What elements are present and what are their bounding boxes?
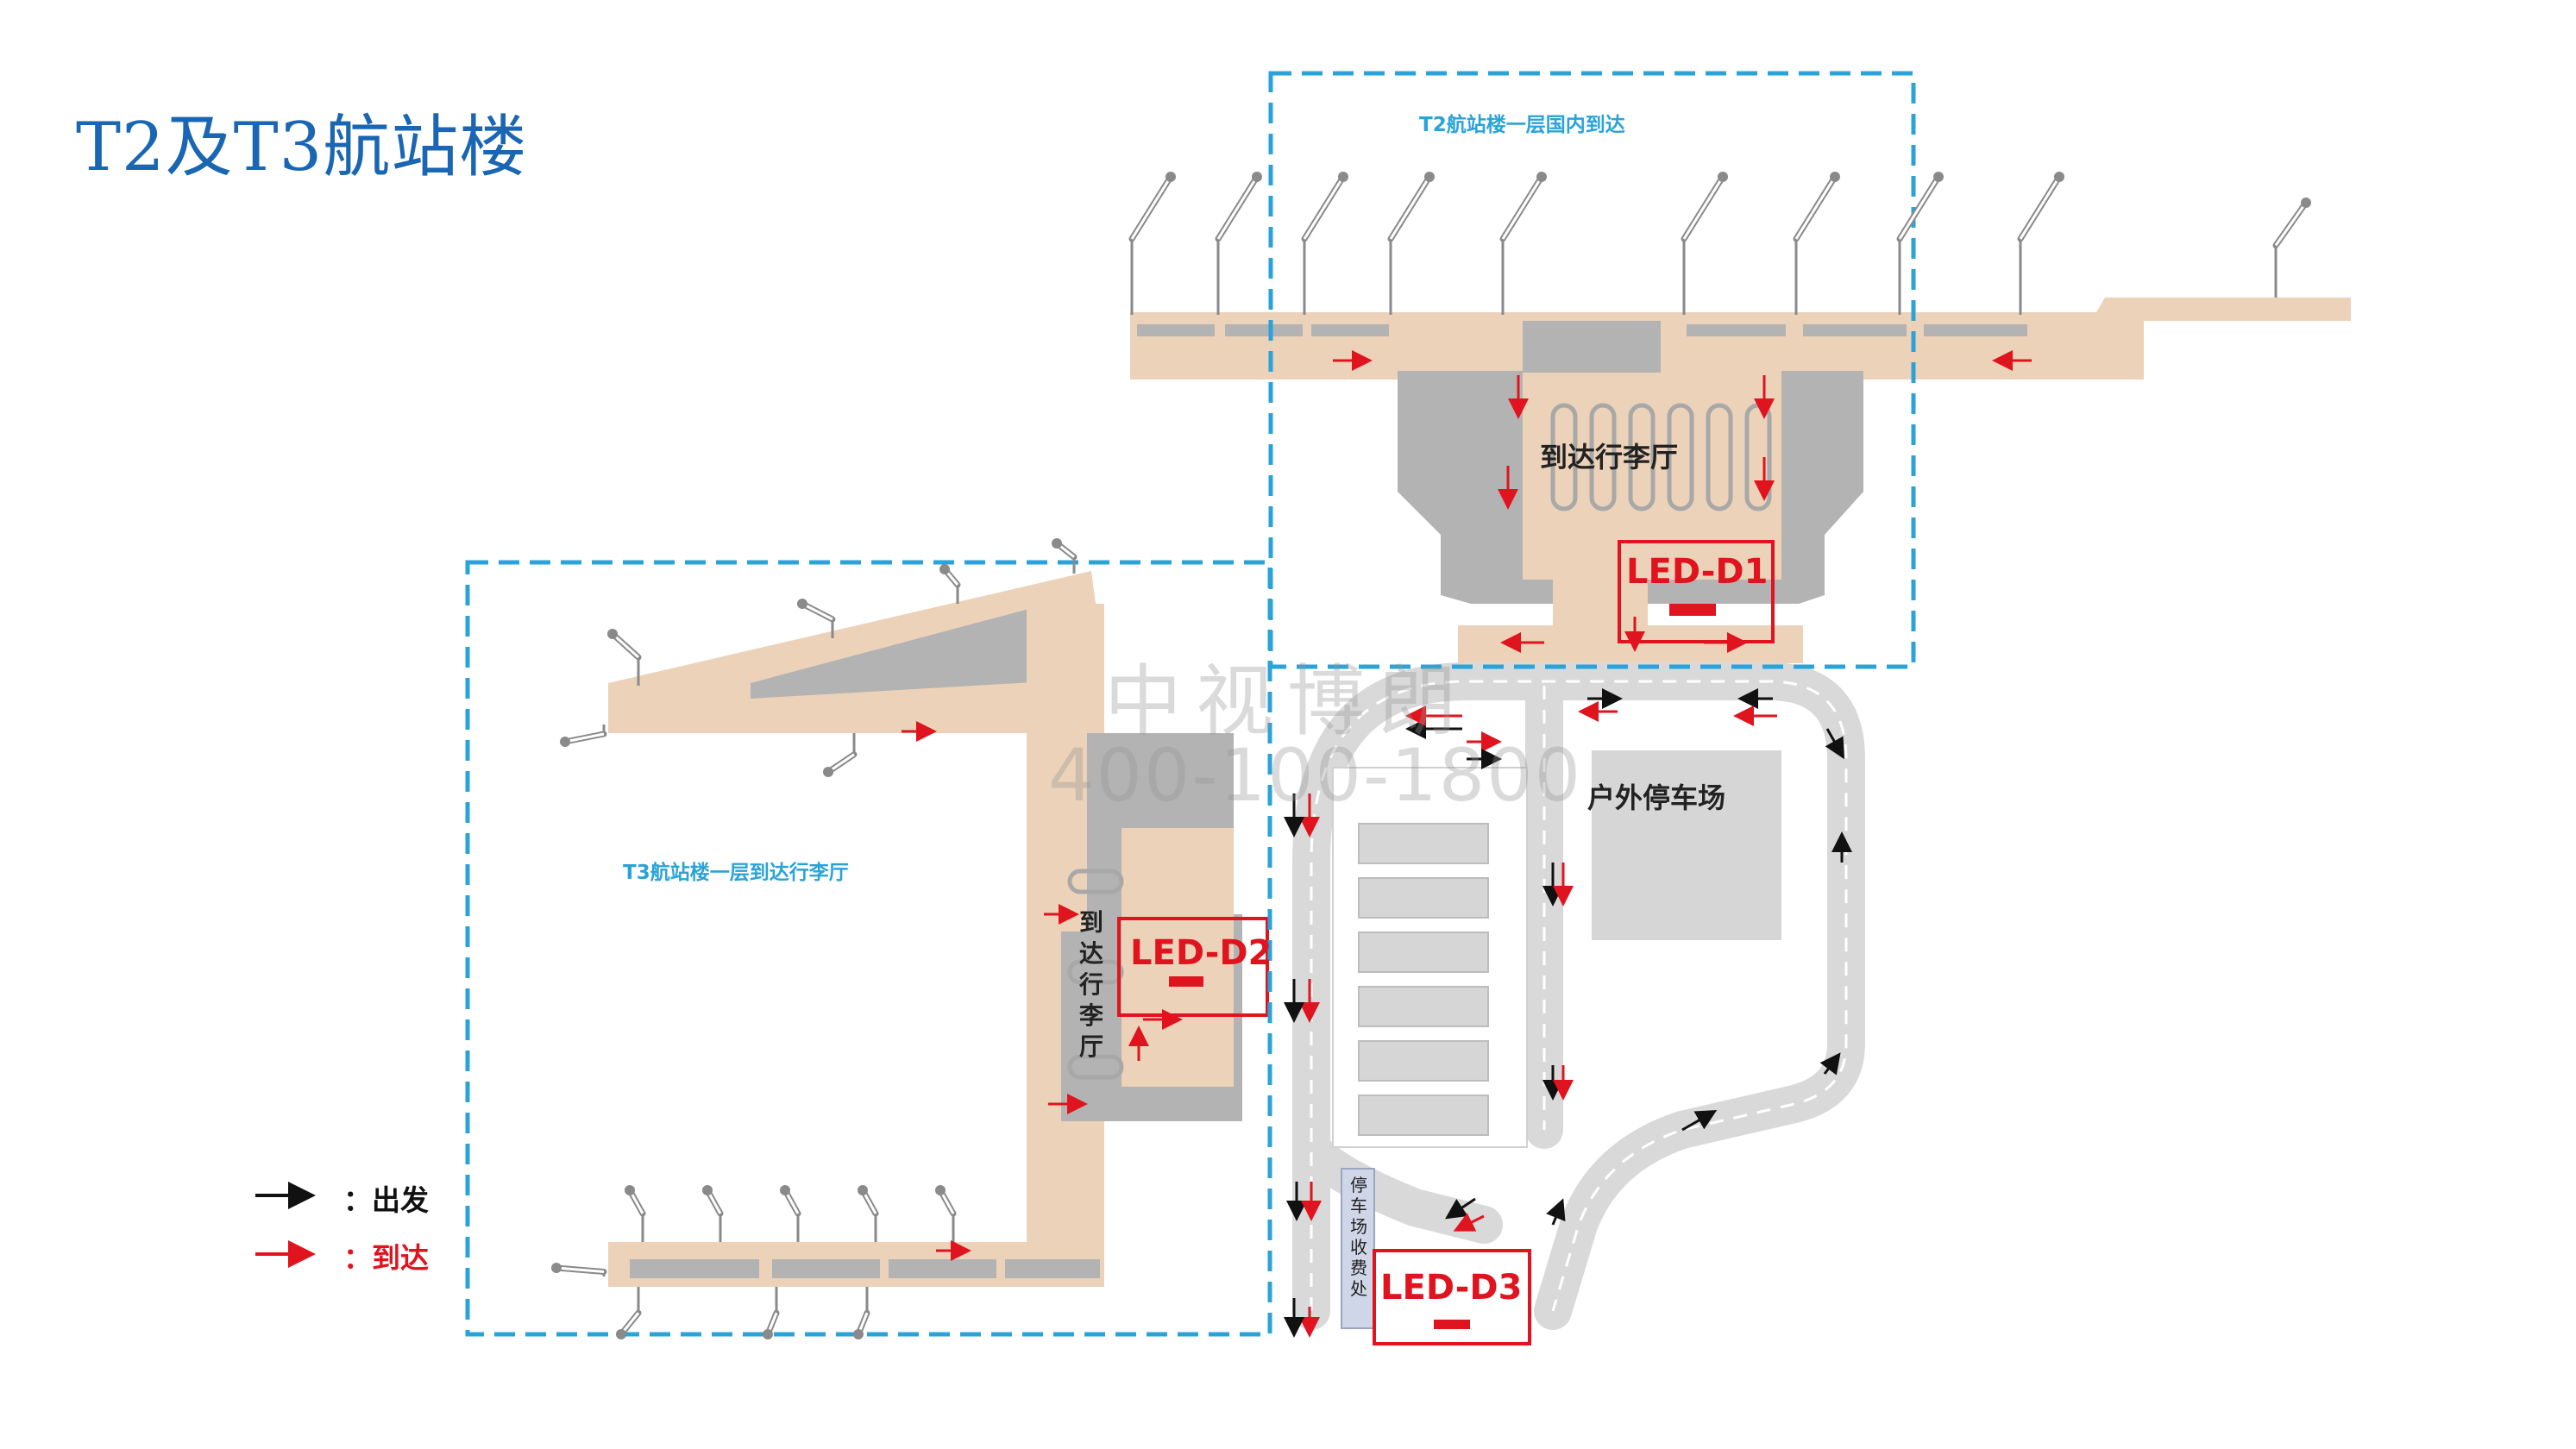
led-d3-screen [1434,1320,1470,1329]
t3-baggage-carousels [1067,869,1124,1080]
outdoor-parking-lot [1592,750,1781,940]
t2-baggage-carousels [1550,403,1772,511]
departure-arrow-icon [1819,1052,1841,1076]
watermark-name: 中视博朗 [1104,656,1470,747]
t2-terminal [1130,298,2351,663]
t2-exit-strip [1458,625,1803,663]
outdoor-parking-label: 户外停车场 [1587,781,1726,814]
toll-booth-label: 停车场收费处 [1350,1175,1367,1299]
led-d1-label: LED-D1 [1626,552,1769,592]
led-d2-screen [1169,976,1203,987]
t2-zone-label: T2航站楼一层国内到达 [1419,114,1625,136]
departure-arrow-icon [1825,728,1844,760]
jet-bridges [551,172,2311,1339]
parking-area [1332,750,1781,1329]
led-d3-label: LED-D3 [1380,1268,1523,1308]
arrival-arrow-icon [1453,1213,1485,1232]
led-d1-box [1618,540,1775,643]
t3-terminal [608,571,1242,1287]
t2-hall-label: 到达行李厅 [1540,441,1679,474]
led-d2-box [1117,917,1269,1017]
flow-arrows [902,350,2032,1338]
led-d2-label: LED-D2 [1130,933,1272,973]
led-d1-screen [1669,604,1716,616]
watermark-phone: 400-100-1800 [1048,733,1583,818]
parking-rows [1358,823,1489,1136]
zone-outlines [465,71,1916,1337]
departure-arrow-icon [1546,1198,1566,1226]
legend-departure-label: ：出发 [343,1183,429,1217]
departure-arrow-icon [1681,1110,1718,1132]
led-d3-box [1373,1249,1531,1346]
led-markers [1117,540,1775,1346]
legend-arrival-label: ：到达 [343,1241,429,1275]
t3-hall-label: 到达行李厅 [1078,908,1103,1061]
t3-zone-outline [465,560,1272,1337]
t2-zone-outline [1268,71,1916,669]
toll-booth [1341,1168,1375,1329]
t2-gate-slots [1137,324,2027,336]
t3-diagonal-wing [608,571,1096,733]
t3-zone-label: T3航站楼一层到达行李厅 [623,862,849,884]
t2-concourse-tail [2088,298,2351,380]
legend-arrows [255,1182,316,1268]
page-title: T2及T3航站楼 [76,109,528,186]
